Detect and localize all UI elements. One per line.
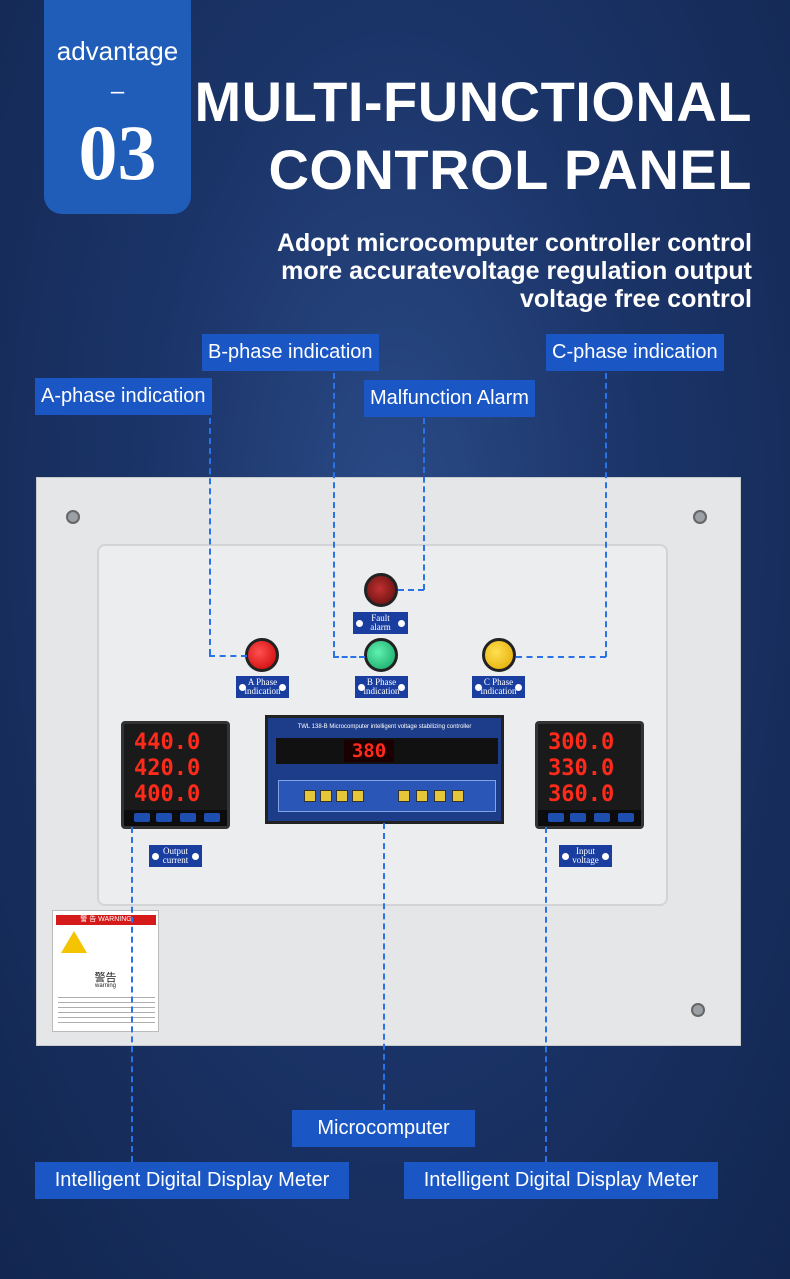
c-phase-leader <box>605 373 607 657</box>
a-phase-leader <box>209 655 247 657</box>
meter-button[interactable] <box>594 813 610 822</box>
meter-reading: 400.0 <box>134 782 201 807</box>
input-voltage-tag: Input voltage <box>559 845 612 867</box>
a-phase-label: A-phase indication <box>35 378 212 415</box>
badge-word: advantage <box>56 36 179 66</box>
warning-header: 警 告 WARNING <box>56 915 156 925</box>
controller-key[interactable] <box>352 790 364 802</box>
controller-display: 380 <box>344 740 394 762</box>
tag-line: Fault <box>371 613 390 623</box>
tag-line: indication <box>244 686 281 696</box>
b-phase-tag: B Phase indication <box>355 676 408 698</box>
page-title-line1: MULTI-FUNCTIONAL <box>194 70 752 133</box>
warning-small: warning <box>94 983 116 989</box>
microcomputer-leader <box>383 823 385 1110</box>
tag-line: C Phase <box>483 677 514 687</box>
meter-button[interactable] <box>570 813 586 822</box>
controller-key[interactable] <box>320 790 332 802</box>
controller-header: TWL 138-B Microcomputer intelligent volt… <box>297 724 472 730</box>
screw-icon <box>693 510 707 524</box>
warning-sticker: 警 告 WARNING 警告 warning <box>52 910 159 1032</box>
subtitle-line1: Adopt microcomputer controller control <box>276 229 752 257</box>
tag-line: alarm <box>370 622 391 632</box>
a-phase-lamp <box>245 638 279 672</box>
c-phase-label: C-phase indication <box>546 334 724 371</box>
microcomputer-controller: TWL 138-B Microcomputer intelligent volt… <box>265 715 504 824</box>
meter-button[interactable] <box>548 813 564 822</box>
malfunction-alarm-label: Malfunction Alarm <box>364 380 535 417</box>
advantage-badge: advantage – 03 <box>44 0 191 214</box>
tag-line: B Phase <box>366 677 397 687</box>
c-phase-leader <box>516 656 606 658</box>
output-current-tag: Output current <box>149 845 202 867</box>
controller-key[interactable] <box>416 790 428 802</box>
output-current-meter: 440.0 420.0 400.0 <box>121 721 230 829</box>
meter-reading: 420.0 <box>134 756 201 781</box>
left-meter-label: Intelligent Digital Display Meter <box>35 1162 349 1199</box>
warning-fine-print <box>58 993 155 1027</box>
tag-line: Input <box>576 846 595 856</box>
b-phase-label: B-phase indication <box>202 334 379 371</box>
badge-number: 03 <box>78 109 157 196</box>
meter-reading: 330.0 <box>548 756 615 781</box>
tag-line: indication <box>363 686 400 696</box>
meter-button-bar <box>124 810 227 826</box>
c-phase-tag: C Phase indication <box>472 676 525 698</box>
controller-key[interactable] <box>434 790 446 802</box>
fault-alarm-lamp <box>364 573 398 607</box>
b-phase-lamp <box>364 638 398 672</box>
a-phase-tag: A Phase indication <box>236 676 289 698</box>
b-phase-leader <box>333 656 365 658</box>
screw-icon <box>66 510 80 524</box>
b-phase-leader <box>333 373 335 657</box>
tag-line: voltage <box>572 855 599 865</box>
badge-dash: – <box>110 78 125 105</box>
microcomputer-label: Microcomputer <box>292 1110 475 1147</box>
controller-key[interactable] <box>304 790 316 802</box>
fault-leader <box>398 589 424 591</box>
controller-key[interactable] <box>336 790 348 802</box>
tag-line: indication <box>480 686 517 696</box>
a-phase-leader <box>209 418 211 655</box>
fault-leader <box>423 418 425 590</box>
tag-line: A Phase <box>247 677 278 687</box>
subtitle-line3: voltage free control <box>520 285 752 313</box>
meter-button[interactable] <box>180 813 196 822</box>
controller-key[interactable] <box>398 790 410 802</box>
high-voltage-icon <box>61 931 87 953</box>
page-title-line2: CONTROL PANEL <box>268 138 752 201</box>
meter-reading: 300.0 <box>548 730 615 755</box>
fault-alarm-tag: Fault alarm <box>353 612 408 634</box>
meter-button[interactable] <box>134 813 150 822</box>
screw-icon <box>691 1003 705 1017</box>
c-phase-lamp <box>482 638 516 672</box>
right-meter-label: Intelligent Digital Display Meter <box>404 1162 718 1199</box>
warning-big: 警告 <box>94 972 117 984</box>
meter-button-bar <box>538 810 641 826</box>
meter-button[interactable] <box>156 813 172 822</box>
meter-reading: 440.0 <box>134 730 201 755</box>
meter-button[interactable] <box>618 813 634 822</box>
subtitle-line2: more accuratevoltage regulation output <box>281 257 752 285</box>
meter-button[interactable] <box>204 813 220 822</box>
left-meter-leader <box>131 827 133 1162</box>
tag-line: Output <box>162 846 188 856</box>
right-meter-leader <box>545 827 547 1162</box>
input-voltage-meter: 300.0 330.0 360.0 <box>535 721 644 829</box>
tag-line: current <box>162 855 189 865</box>
controller-key[interactable] <box>452 790 464 802</box>
meter-reading: 360.0 <box>548 782 615 807</box>
